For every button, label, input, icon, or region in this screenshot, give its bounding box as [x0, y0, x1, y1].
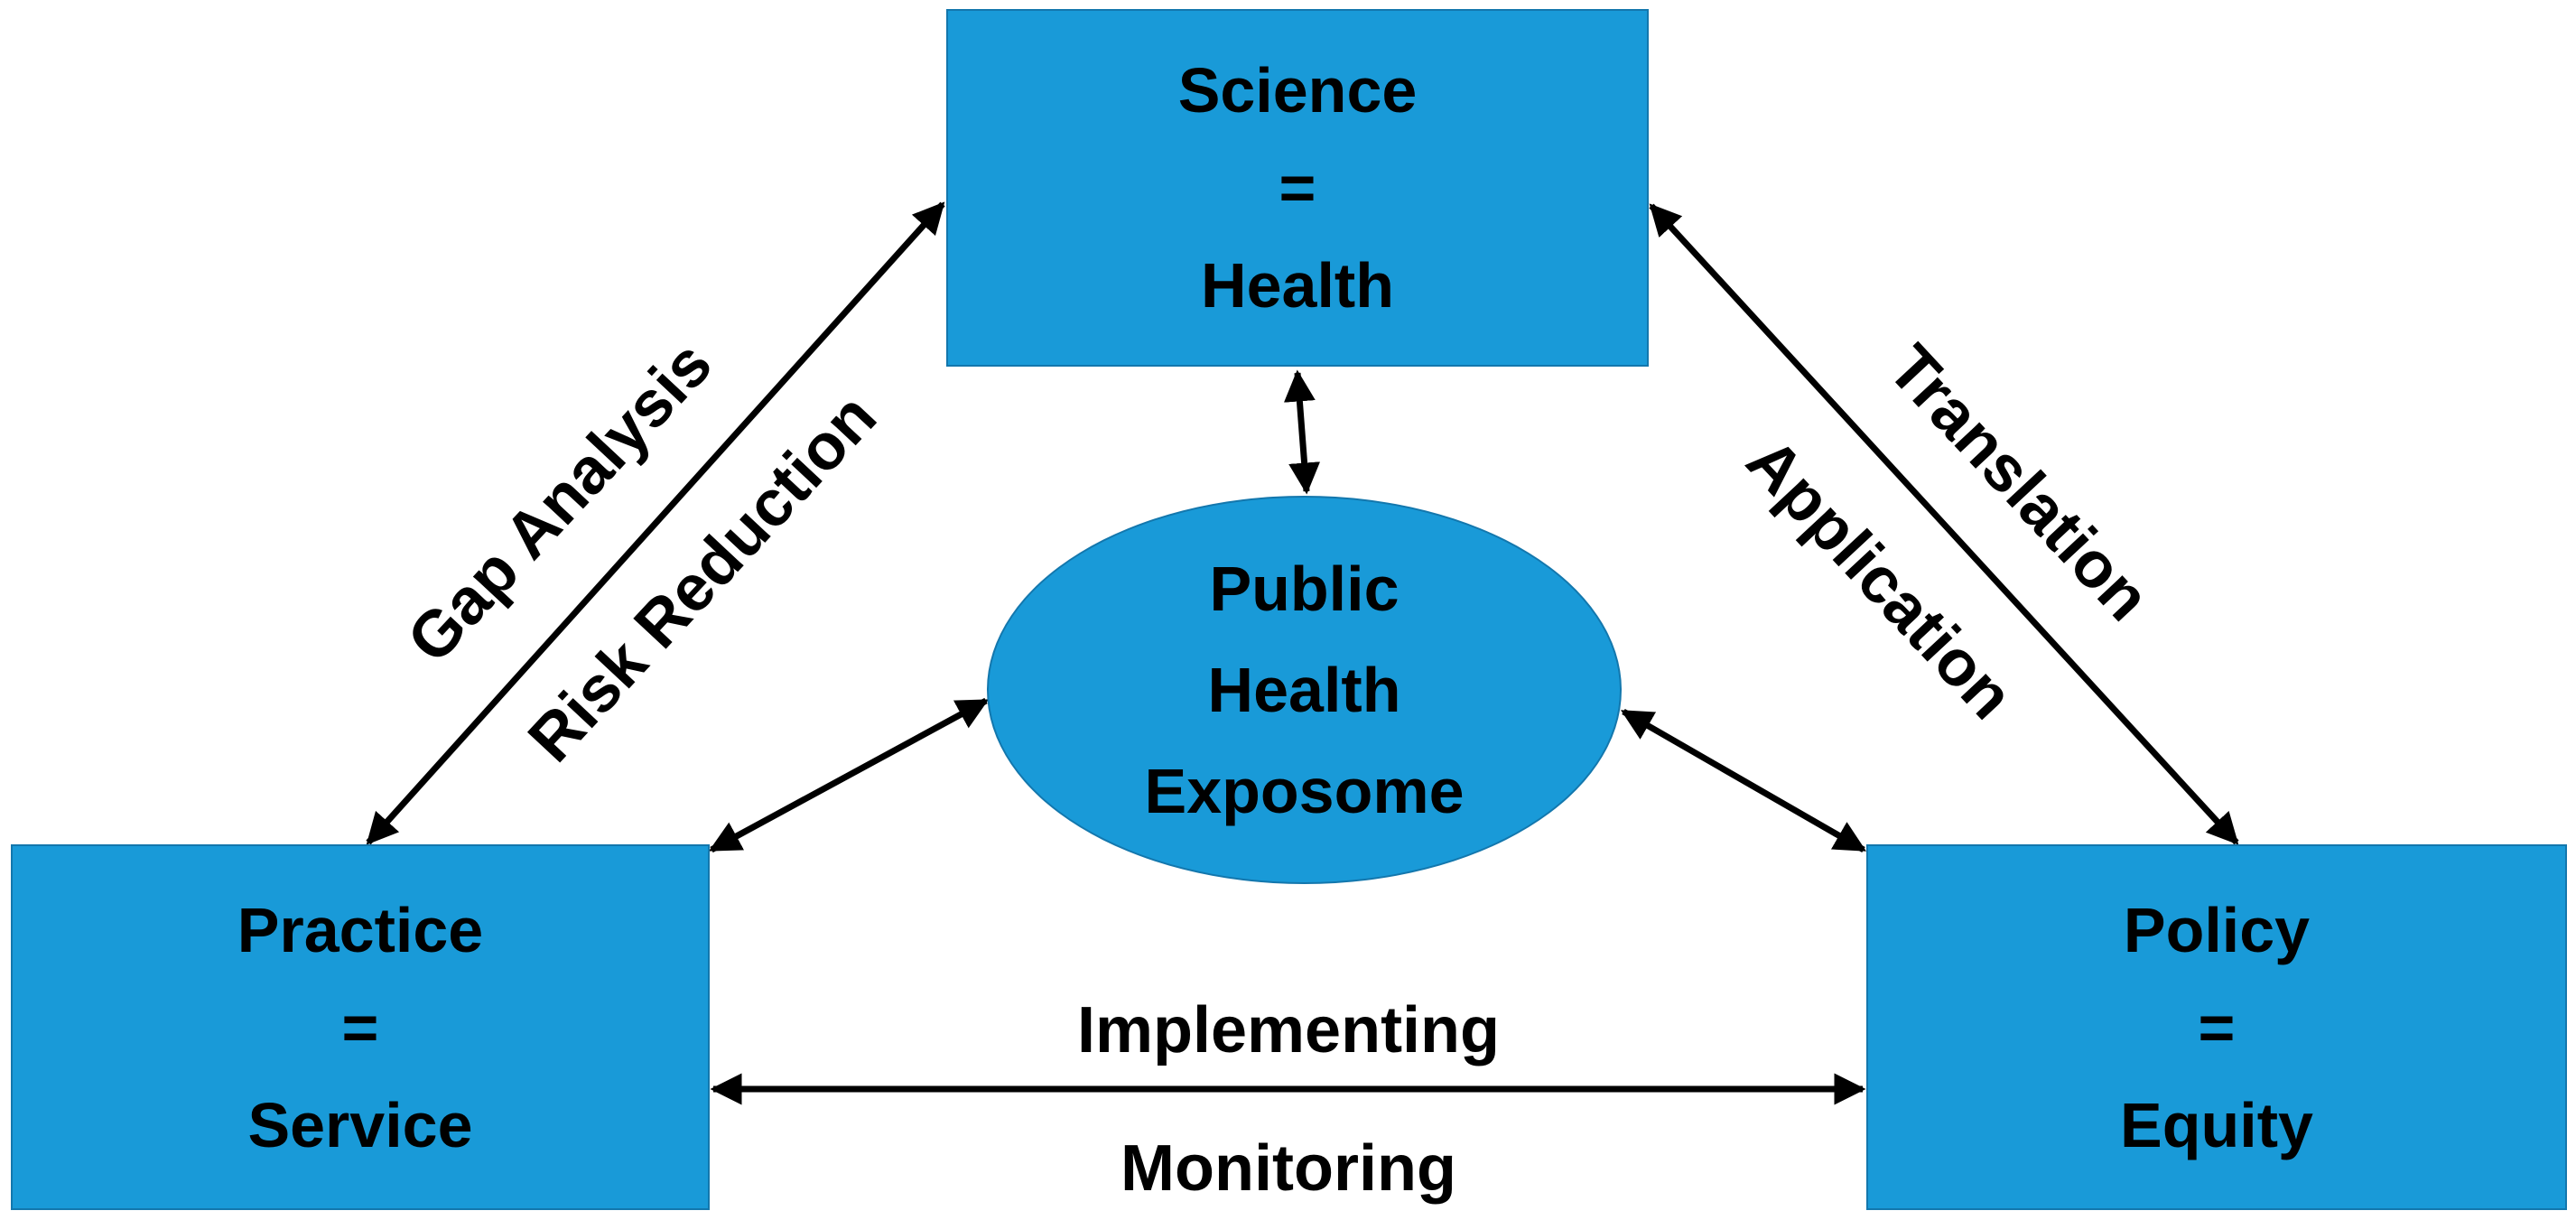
exposome-line-3: Exposome — [1144, 756, 1465, 826]
exposome-line-1: Public — [1209, 554, 1400, 624]
science-subtitle: Health — [1201, 250, 1394, 321]
policy-title: Policy — [2123, 894, 2311, 965]
policy-subtitle: Equity — [2120, 1089, 2313, 1160]
arrow-science-policy — [1649, 203, 2239, 845]
science-title: Science — [1177, 55, 1418, 126]
arrow-exposome-policy — [1620, 708, 1867, 853]
arrow-science-exposome — [1283, 369, 1321, 495]
arrow-science-practice — [366, 201, 945, 845]
implementing-label: Implementing — [1076, 994, 1501, 1066]
practice-box: Practice = Service — [11, 844, 710, 1210]
science-box: Science = Health — [946, 9, 1649, 367]
practice-equals: = — [341, 992, 379, 1063]
exposome-line-2: Health — [1207, 655, 1401, 725]
science-equals: = — [1279, 153, 1316, 223]
policy-box: Policy = Equity — [1866, 844, 2567, 1210]
policy-equals: = — [2198, 992, 2236, 1063]
monitoring-label: Monitoring — [1121, 1132, 1456, 1205]
exposome-ellipse: Public Health Exposome — [987, 496, 1622, 884]
practice-subtitle: Service — [247, 1089, 473, 1160]
practice-title: Practice — [237, 894, 484, 965]
arrow-exposome-practice — [708, 697, 990, 853]
